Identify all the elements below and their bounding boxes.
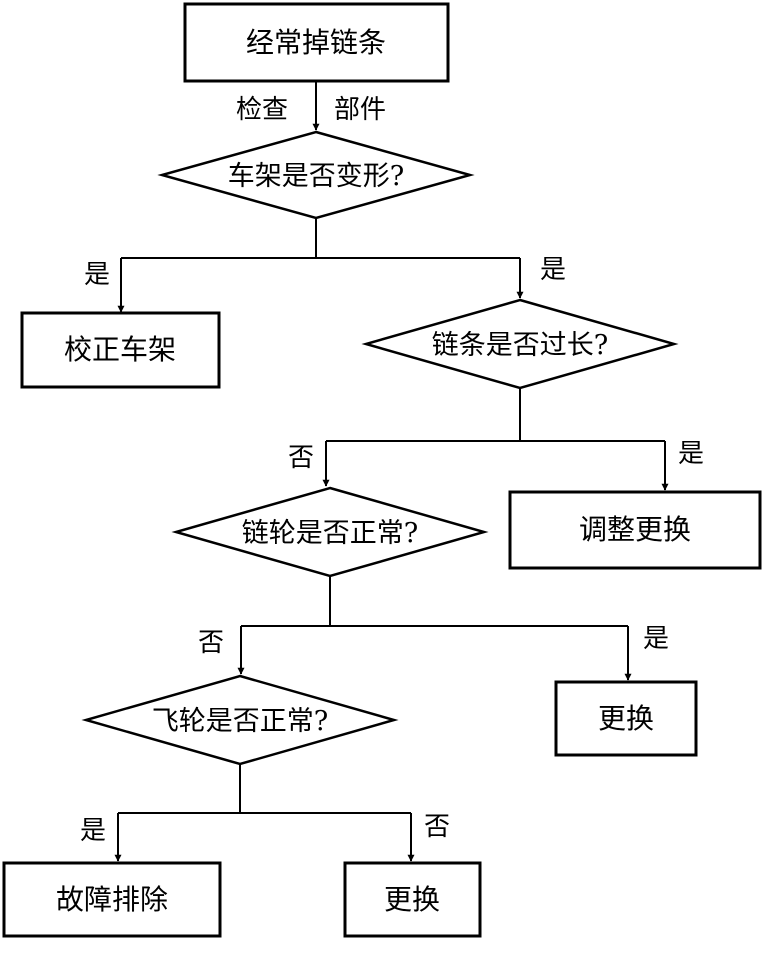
q4-label: 飞轮是否正常? xyxy=(152,706,328,737)
q1-label: 车架是否变形? xyxy=(228,161,404,192)
start-box xyxy=(183,2,450,83)
q4-yes-label: 是 xyxy=(80,816,106,846)
fix-frame-box xyxy=(20,311,221,389)
replace-box-2 xyxy=(343,861,482,938)
replace-label-1: 更换 xyxy=(598,702,654,735)
q1-yes-right-label: 是 xyxy=(540,255,566,285)
q3-label: 链轮是否正常? xyxy=(242,518,418,549)
check-label: 检查 xyxy=(236,95,288,125)
q3-yes-label: 是 xyxy=(643,624,669,654)
q3-no-label: 否 xyxy=(198,628,224,658)
q4-no-label: 否 xyxy=(424,812,450,842)
adjust-replace-box xyxy=(508,490,762,570)
q2-label: 链条是否过长? xyxy=(432,330,608,361)
replace-label-2: 更换 xyxy=(384,883,440,916)
replace-box-1 xyxy=(554,680,698,757)
parts-label: 部件 xyxy=(334,95,386,125)
q2-no-label: 否 xyxy=(288,443,314,473)
troubleshoot-label: 故障排除 xyxy=(56,883,168,916)
fix-frame-label: 校正车架 xyxy=(64,333,176,366)
troubleshoot-box xyxy=(2,861,222,938)
adjust-replace-label: 调整更换 xyxy=(579,513,691,546)
q2-yes-label: 是 xyxy=(678,439,704,469)
start-label: 经常掉链条 xyxy=(246,26,386,59)
q1-yes-left-label: 是 xyxy=(84,260,110,290)
